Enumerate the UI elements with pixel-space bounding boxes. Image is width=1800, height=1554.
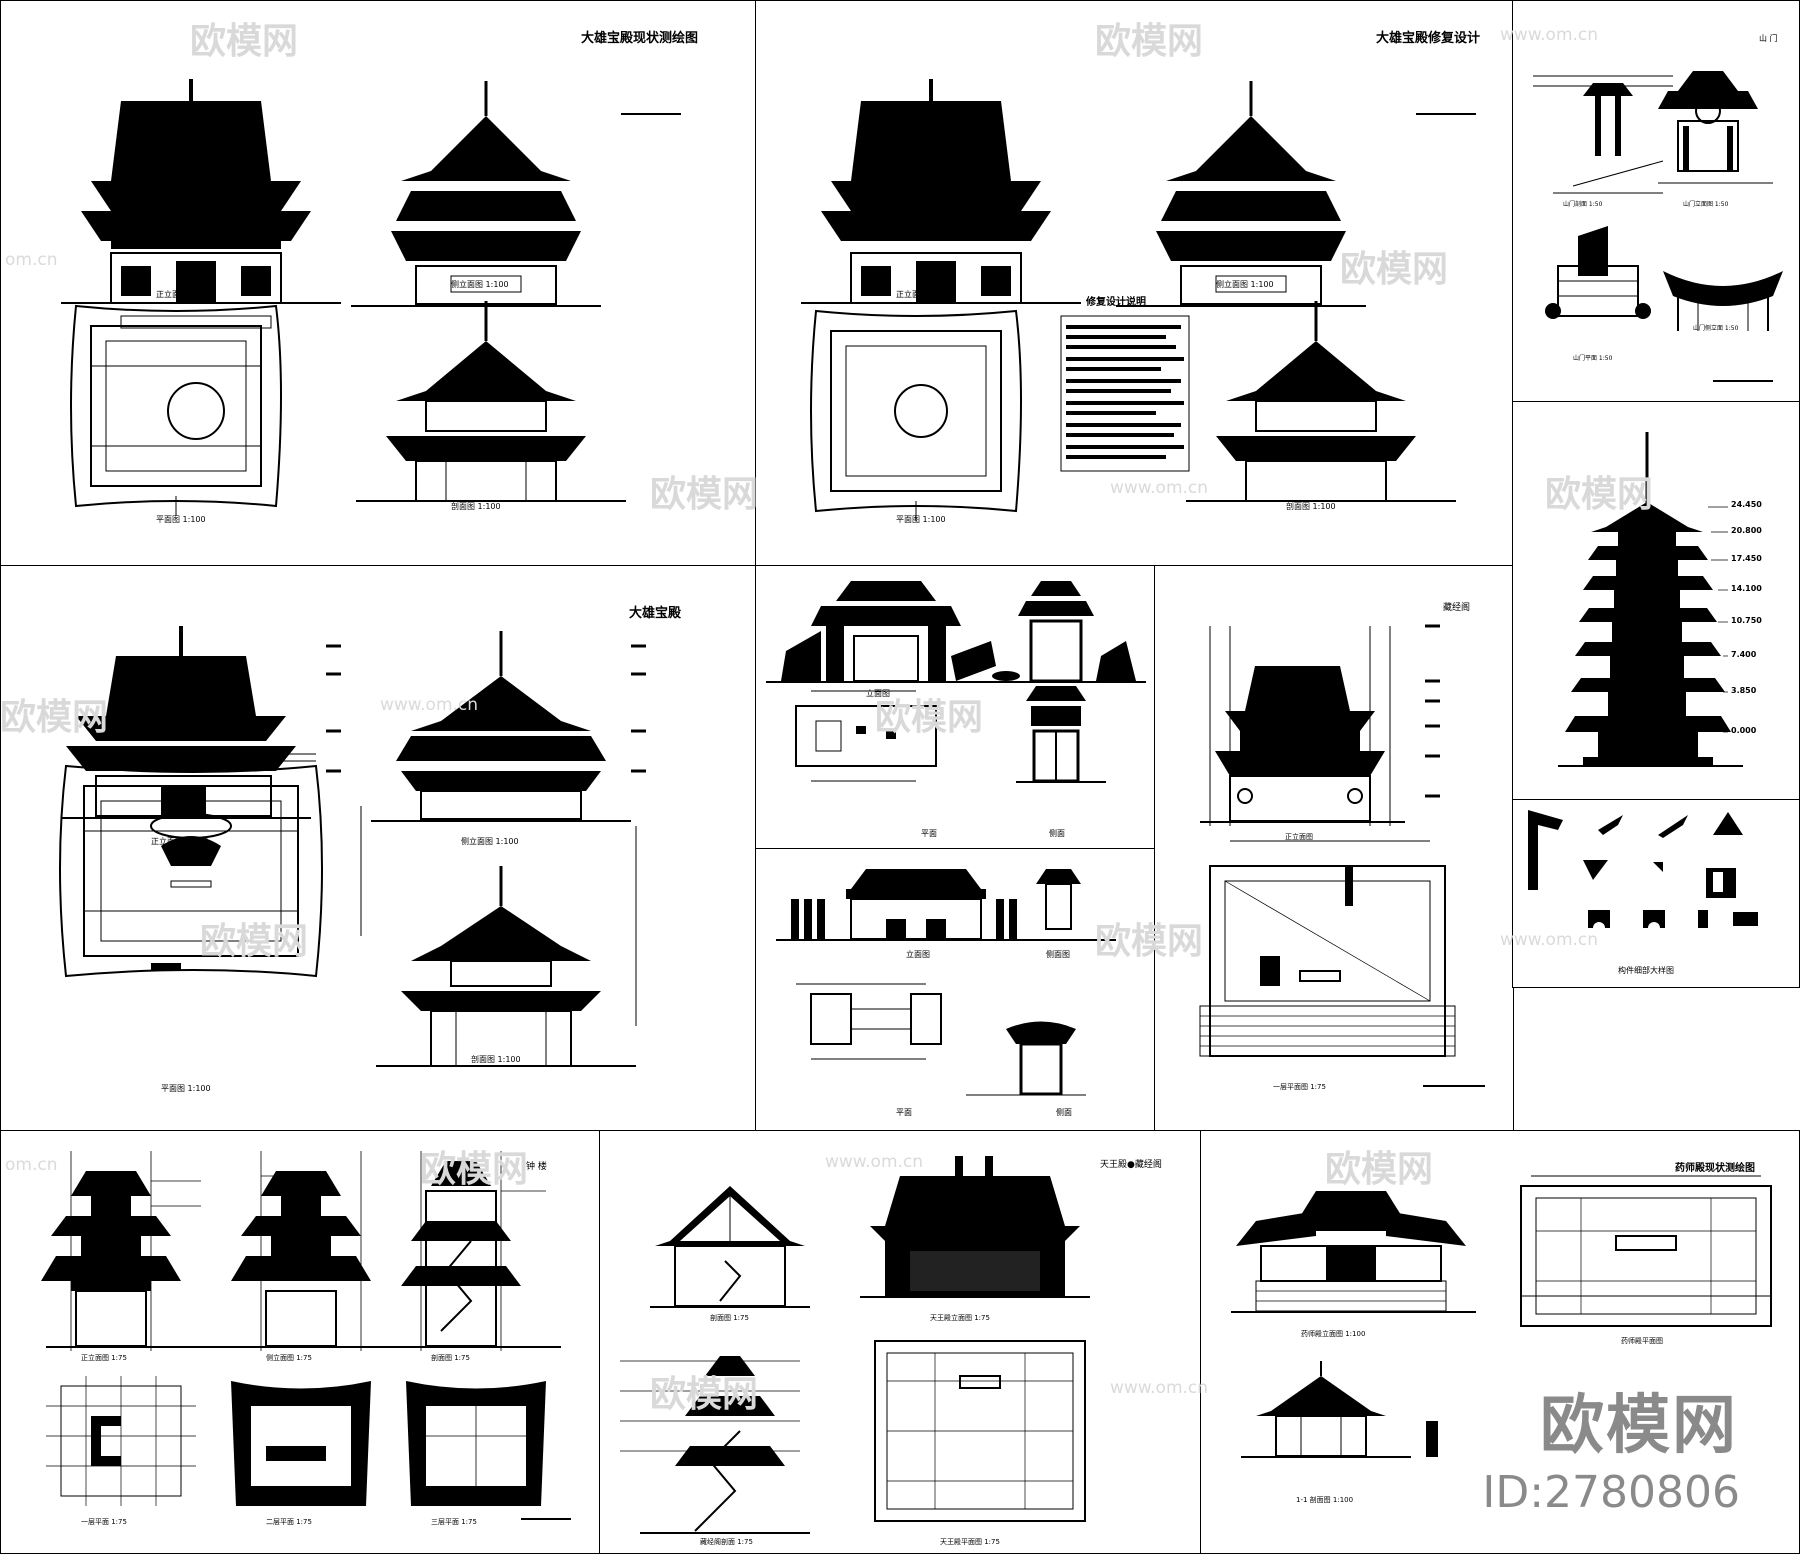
label-4: 山门侧立面 1:50 [1693, 325, 1739, 332]
drawing-daxiong-restore [801, 79, 1476, 521]
label-1: 正立面图 [1285, 833, 1313, 841]
watermark-url: om.cn [5, 250, 58, 270]
label-2: 1-1 剖面图 1:100 [1296, 1496, 1354, 1504]
sheet-title: 山 门 [1759, 34, 1778, 43]
label-4: 一层平面 1:75 [81, 1518, 127, 1526]
floor-plan [70, 304, 282, 516]
label-1: 正立面图 1:75 [81, 1354, 127, 1362]
label-plan: 平面图 1:100 [896, 515, 946, 524]
label-3: 药师殿平面图 [1621, 1337, 1663, 1345]
label-1: 立面图 [866, 689, 890, 698]
label-5: 二层平面 1:75 [266, 1518, 312, 1526]
level-label: 24.450 [1731, 500, 1762, 509]
label-2: 山门立面图 1:50 [1683, 201, 1729, 208]
label-section: 剖面图 1:100 [471, 1055, 521, 1064]
level-label: 0.000 [1731, 726, 1757, 735]
sheet-gates: 立面图 侧面图 平面 侧面 [755, 565, 1155, 849]
label-1: 剖面图 1:75 [710, 1314, 749, 1322]
sheet-title: 大雄宝殿现状测绘图 [581, 31, 699, 46]
sheet-shanmen: 山 门 [1512, 0, 1800, 402]
label-side: 侧立面图 1:100 [1216, 280, 1274, 289]
brand-id: ID:2780806 [1482, 1467, 1740, 1518]
drawing-shanmen [1533, 71, 1783, 382]
brand-name: 欧模网 [1540, 1389, 1738, 1463]
label-section: 剖面图 1:100 [451, 502, 501, 511]
label-6: 三层平面 1:75 [431, 1518, 477, 1526]
sheet-title: 大雄宝殿修复设计 [1376, 31, 1481, 46]
label-4: 天王殿平面图 1:75 [940, 1538, 1000, 1546]
drawing-yaoshi [1231, 1175, 1772, 1458]
section [356, 301, 626, 502]
label-1: 山门剖面 1:50 [1563, 201, 1603, 208]
drawing-gates [766, 581, 1146, 783]
label-plan: 平面图 1:100 [161, 1084, 211, 1093]
sheet-title: 藏经阁 [1443, 603, 1471, 613]
level-label: 20.800 [1731, 526, 1762, 535]
sheet-details: 构件细部大样图 [1512, 799, 1800, 988]
sheet-title: 钟 楼 [526, 1162, 547, 1172]
label-side: 侧立面图 1:100 [451, 280, 509, 289]
sheet-daxiong-restore: 大雄宝殿修复设计 [755, 0, 1513, 566]
label-front: 正立面图 1:100 [896, 290, 954, 299]
sheet-title: 药师殿现状测绘图 [1675, 1163, 1755, 1174]
sheet-tianwang: 天王殿●藏经阁 [599, 1130, 1201, 1554]
drawing-gates-2 [776, 869, 1116, 1096]
label-2: 一层平面图 1:75 [1273, 1083, 1326, 1091]
sheet-daxiong-survey: 大雄宝殿现状测绘图 [0, 0, 756, 566]
label-front: 正立面图 1:100 [151, 837, 209, 846]
level-label: 3.850 [1731, 686, 1757, 695]
label-1: 立面图 [906, 950, 930, 959]
label-section: 剖面图 1:100 [1286, 502, 1336, 511]
sheet-title: 天王殿●藏经阁 [1100, 1160, 1162, 1170]
drawing-details [1528, 810, 1758, 934]
level-label: 17.450 [1731, 554, 1762, 563]
watermark-url: www.om.cn [1500, 930, 1599, 950]
watermark-url: www.om.cn [1110, 478, 1209, 498]
label-2: 侧面图 [1038, 689, 1062, 698]
drawing-bell [41, 1151, 571, 1520]
label-3: 平面 [896, 1108, 912, 1117]
sheet-title: 大雄宝殿 [629, 606, 682, 621]
label-3: 山门平面 1:50 [1573, 355, 1613, 362]
front-elevation [61, 79, 341, 329]
label-3: 平面 [921, 829, 937, 838]
drawing-daxiong-new [59, 626, 646, 1067]
sheet-yaoshi: 药师殿现状测绘图 [1200, 1130, 1800, 1554]
sheet-daxiong-new: 大雄宝殿 [0, 565, 756, 1131]
watermark-url: www.om.cn [380, 695, 479, 715]
sheet-bell: 钟 楼 [0, 1130, 600, 1554]
drawing-tianwang [620, 1156, 1090, 1534]
sheet-cangjing: 藏经阁 [1154, 565, 1514, 1131]
label-side: 侧立面图 1:100 [461, 837, 519, 846]
label-plan: 平面图 1:100 [156, 515, 206, 524]
label-4: 侧面 [1049, 829, 1065, 838]
label-front: 正立面图 1:100 [156, 290, 214, 299]
level-label: 10.750 [1731, 616, 1762, 625]
details-label: 构件细部大样图 [1618, 966, 1674, 975]
level-label: 7.400 [1731, 650, 1757, 659]
label-2: 侧立面图 1:75 [266, 1354, 312, 1362]
drawing-daxiong-survey [61, 79, 681, 516]
label-4: 侧面 [1056, 1108, 1072, 1117]
label-2: 天王殿立面图 1:75 [930, 1314, 990, 1322]
label-2: 侧面图 [1046, 950, 1070, 959]
watermark-url: om.cn [5, 1155, 58, 1175]
watermark-url: www.om.cn [1110, 1378, 1209, 1398]
level-label: 14.100 [1731, 584, 1762, 593]
watermark-url: www.om.cn [1500, 25, 1599, 45]
drawing-cangjing [1199, 624, 1485, 1087]
side-elevation [351, 81, 601, 307]
label-3: 剖面图 1:75 [431, 1354, 470, 1362]
label-1: 药师殿立面图 1:100 [1301, 1330, 1366, 1338]
notes-title: 修复设计说明 [1086, 297, 1146, 308]
watermark-url: www.om.cn [825, 1152, 924, 1172]
sheet-pagoda: 24.450 20.800 17.450 14.100 10.750 7.400 3.85… [1512, 401, 1800, 800]
sheet-gates-2: 立面图 侧面图 平面 侧面 [755, 848, 1155, 1131]
drawing-pagoda [1558, 432, 1743, 767]
label-3: 藏经阁剖面 1:75 [700, 1538, 753, 1546]
